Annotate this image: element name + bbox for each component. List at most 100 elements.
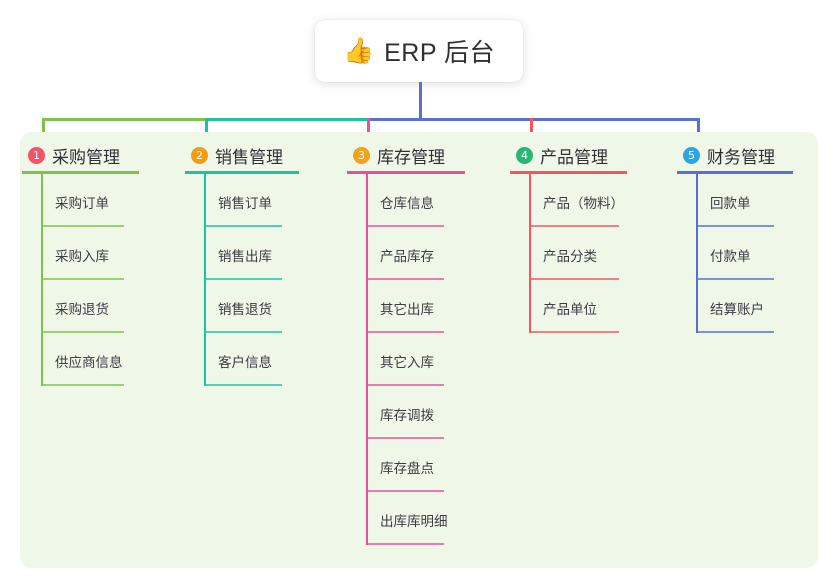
bus-segment-2: [205, 118, 370, 121]
branch-title: 销售管理: [215, 147, 283, 167]
branch-item-rule: [529, 278, 619, 280]
branch-spine: [366, 227, 368, 280]
branch-item-rule: [529, 225, 619, 227]
branch-spine: [204, 174, 206, 227]
branch-item-label: 其它入库: [380, 355, 434, 370]
branch-item-rule: [366, 331, 444, 333]
branch-header-1[interactable]: 1 采购管理: [20, 140, 139, 174]
branch-item-label: 其它出库: [380, 302, 434, 317]
branch-title: 产品管理: [540, 147, 608, 167]
branch-spine: [366, 386, 368, 439]
branch-item-label: 销售退货: [218, 302, 272, 317]
branch-item-label: 产品单位: [543, 302, 597, 317]
branch-number-badge: 5: [683, 146, 700, 164]
branch-spine: [41, 227, 43, 280]
branch-spine: [204, 227, 206, 280]
branch-spine: [366, 333, 368, 386]
branch-header-rule: [22, 171, 139, 174]
branch-header-rule: [677, 171, 793, 174]
branch-spine: [529, 174, 531, 227]
branch-drop-3: [367, 118, 370, 144]
thumbs-up-icon: 👍: [342, 36, 375, 65]
branch-spine: [204, 333, 206, 386]
root-node-content: 👍 ERP 后台: [343, 33, 495, 69]
branch-spine: [696, 227, 698, 280]
branch-item-label: 产品分类: [543, 249, 597, 264]
branch-column-1: 1 采购管理采购订单采购入库采购退货供应商信息: [20, 140, 139, 386]
branch-number-badge: 3: [353, 146, 370, 164]
branch-item-rule: [696, 331, 774, 333]
branch-column-5: 5 财务管理回款单付款单结算账户: [675, 140, 793, 333]
root-node[interactable]: 👍 ERP 后台: [315, 20, 523, 82]
branch-header-2[interactable]: 2 销售管理: [183, 140, 299, 174]
branch-title: 财务管理: [707, 147, 775, 167]
branch-item-label: 采购入库: [55, 249, 109, 264]
branch-item-rule: [204, 384, 282, 386]
branch-spine: [696, 280, 698, 333]
branch-item-rule: [366, 384, 444, 386]
branch-spine: [41, 280, 43, 333]
branch-spine: [366, 174, 368, 227]
branch-drop-4: [530, 118, 533, 144]
branch-item-label: 结算账户: [710, 302, 764, 317]
branch-drop-5: [697, 118, 700, 144]
branch-item-rule: [41, 331, 124, 333]
branch-item-rule: [696, 278, 774, 280]
branch-number-badge: 2: [191, 146, 208, 164]
branch-item-label: 客户信息: [218, 355, 272, 370]
branch-item-rule: [366, 278, 444, 280]
branch-item-rule: [41, 384, 124, 386]
bus-segment-1: [42, 118, 208, 121]
branch-spine: [366, 280, 368, 333]
branch-item-rule: [366, 225, 444, 227]
branch-item-rule: [41, 278, 124, 280]
branch-spine: [529, 280, 531, 333]
branch-item-rule: [204, 278, 282, 280]
branch-item-rule: [529, 331, 619, 333]
branch-header-5[interactable]: 5 财务管理: [675, 140, 793, 174]
branch-item-label: 付款单: [710, 249, 751, 264]
branch-spine: [696, 174, 698, 227]
branch-spine: [204, 280, 206, 333]
branch-header-4[interactable]: 4 产品管理: [508, 140, 627, 174]
branch-spine: [41, 333, 43, 386]
branch-item-label: 回款单: [710, 196, 751, 211]
branch-item-label: 销售订单: [218, 196, 272, 211]
branch-item-label: 采购订单: [55, 196, 109, 211]
root-stem: [419, 82, 422, 121]
root-title: ERP 后台: [384, 39, 496, 67]
branch-item-rule: [696, 225, 774, 227]
branch-item-rule: [366, 490, 444, 492]
branch-item-label: 库存盘点: [380, 461, 434, 476]
branch-item-rule: [366, 543, 444, 545]
branch-spine: [41, 174, 43, 227]
branch-column-4: 4 产品管理产品（物料） 产品分类产品单位: [508, 140, 627, 333]
branch-number-badge: 4: [516, 146, 533, 164]
branch-spine: [366, 439, 368, 492]
branch-title: 采购管理: [52, 147, 120, 167]
bus-segment-3: [367, 118, 700, 121]
branch-item-rule: [41, 225, 124, 227]
branch-header-rule: [510, 171, 627, 174]
branch-spine: [529, 227, 531, 280]
branches-panel: [20, 132, 818, 568]
branch-item-rule: [366, 437, 444, 439]
branch-item-label: 采购退货: [55, 302, 109, 317]
branch-header-rule: [185, 171, 299, 174]
branch-item-label: 产品库存: [380, 249, 434, 264]
branch-spine: [366, 492, 368, 545]
branch-item-label: 供应商信息: [55, 355, 123, 370]
branch-header-rule: [347, 171, 465, 174]
branch-number-badge: 1: [28, 146, 45, 164]
branch-title: 库存管理: [377, 147, 445, 167]
branch-drop-2: [205, 118, 208, 144]
branch-item-label: 出库库明细: [380, 514, 448, 529]
branch-item-rule: [204, 225, 282, 227]
branch-item-rule: [204, 331, 282, 333]
branch-header-3[interactable]: 3 库存管理: [345, 140, 465, 174]
branch-item-label: 产品（物料）: [543, 196, 624, 211]
branch-item-label: 仓库信息: [380, 196, 434, 211]
